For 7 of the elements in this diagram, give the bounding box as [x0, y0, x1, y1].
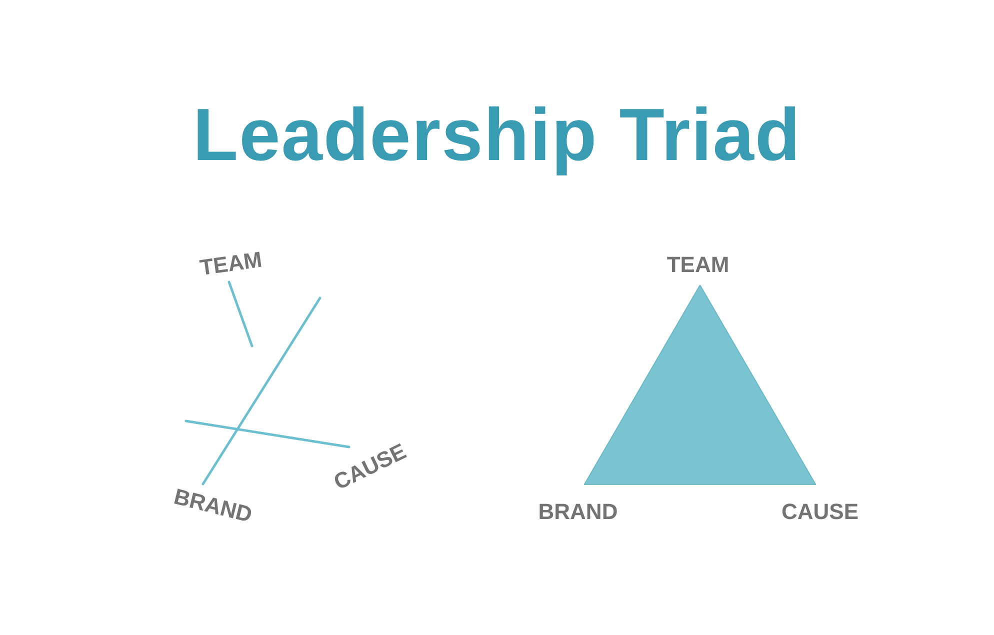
vertex-label: TEAM	[198, 246, 264, 282]
vertex-label: BRAND	[538, 499, 618, 525]
vertex-label: CAUSE	[782, 499, 858, 525]
vertex-label: BRAND	[171, 484, 255, 528]
vertex-label: TEAM	[666, 252, 730, 278]
triangle-shape	[584, 285, 816, 485]
title: Leadership Triad	[192, 92, 802, 177]
